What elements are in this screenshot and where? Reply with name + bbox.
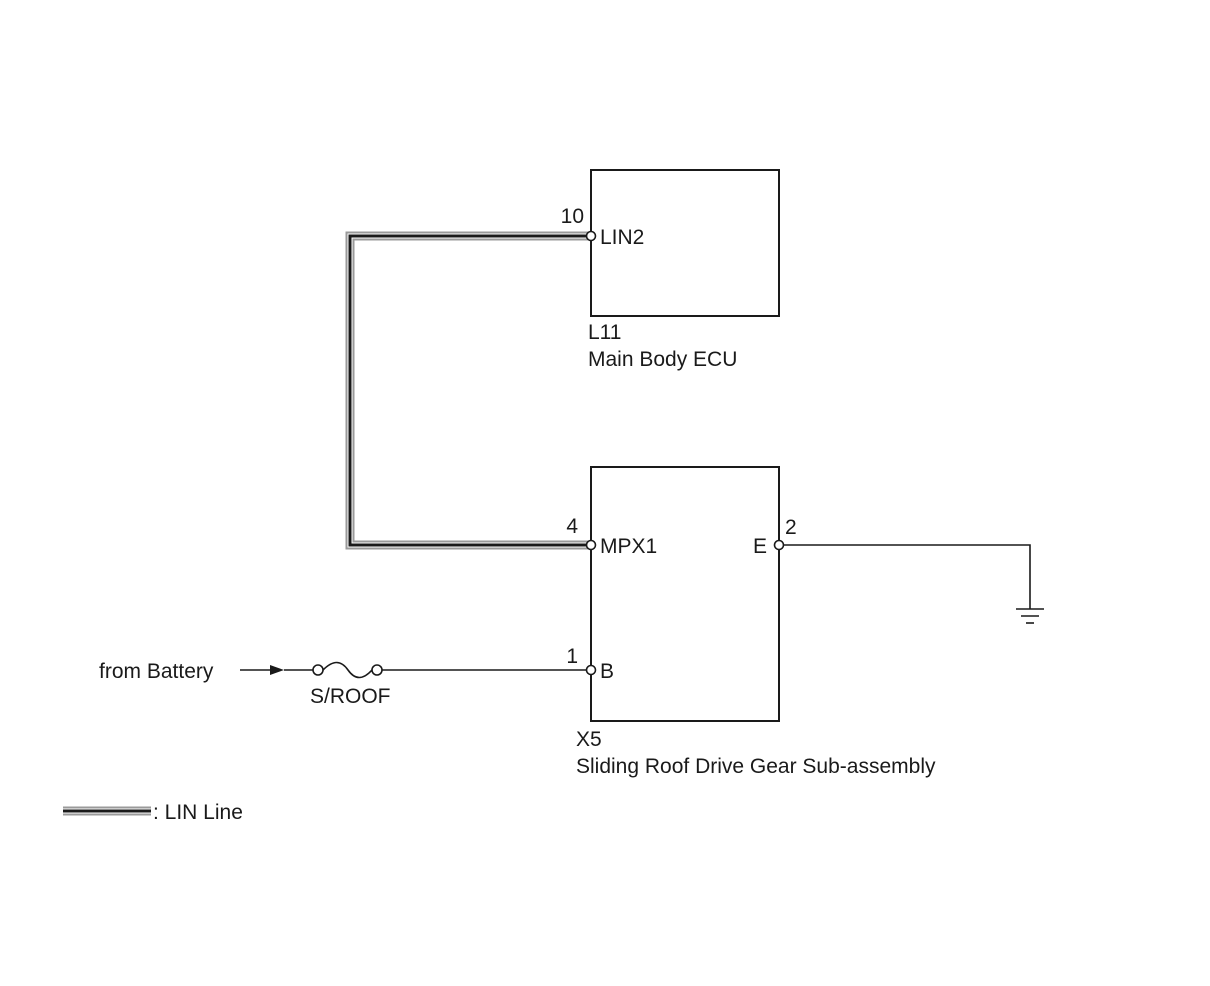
- motor-pin-b-label: B: [600, 660, 614, 683]
- sliding-roof-drive-gear-box: [590, 466, 780, 722]
- ecu-connector-id: L11: [588, 321, 621, 344]
- motor-name: Sliding Roof Drive Gear Sub-assembly: [576, 755, 936, 778]
- motor-b-pin-icon: [585, 664, 597, 676]
- battery-source-label: from Battery: [99, 660, 214, 683]
- ecu-lin2-pin-icon: [585, 230, 597, 242]
- ground-wire: [784, 544, 1031, 609]
- fuse-icon: [312, 661, 383, 679]
- motor-mpx1-pin-icon: [585, 539, 597, 551]
- main-body-ecu-box: [590, 169, 780, 317]
- motor-connector-id: X5: [576, 728, 602, 751]
- motor-pin-b-number: 1: [566, 645, 578, 668]
- motor-pin-mpx1-label: MPX1: [600, 535, 657, 558]
- ground-icon: [1016, 608, 1044, 624]
- ecu-pin-number: 10: [561, 205, 584, 228]
- motor-e-pin-icon: [773, 539, 785, 551]
- arrow-right-icon: [240, 665, 284, 675]
- lin-line-legend-label: : LIN Line: [153, 801, 243, 824]
- motor-pin-e-number: 2: [785, 516, 797, 539]
- motor-pin-e-label: E: [753, 535, 767, 558]
- fuse-label: S/ROOF: [310, 685, 391, 708]
- motor-pin-mpx1-number: 4: [566, 515, 578, 538]
- lin-line-wire: [345, 231, 588, 550]
- ecu-pin-label: LIN2: [600, 226, 644, 249]
- ecu-name: Main Body ECU: [588, 348, 737, 371]
